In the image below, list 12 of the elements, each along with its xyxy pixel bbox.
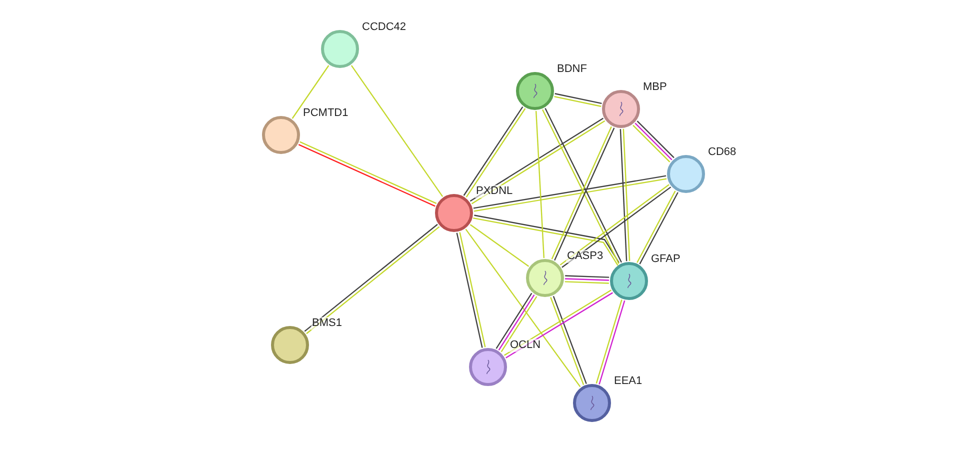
protein-label: BMS1 — [311, 317, 343, 330]
protein-label: CASP3 — [566, 250, 604, 263]
interaction-line — [564, 281, 609, 284]
protein-label: OCLN — [509, 339, 542, 352]
interaction-line — [535, 110, 545, 258]
interaction-line — [554, 96, 602, 107]
interaction-line — [565, 275, 610, 278]
protein-label: PXDNL — [475, 185, 514, 198]
interaction-line — [554, 93, 602, 104]
interaction-line — [620, 129, 628, 262]
interaction-line — [564, 278, 610, 281]
interaction-line — [622, 128, 630, 261]
